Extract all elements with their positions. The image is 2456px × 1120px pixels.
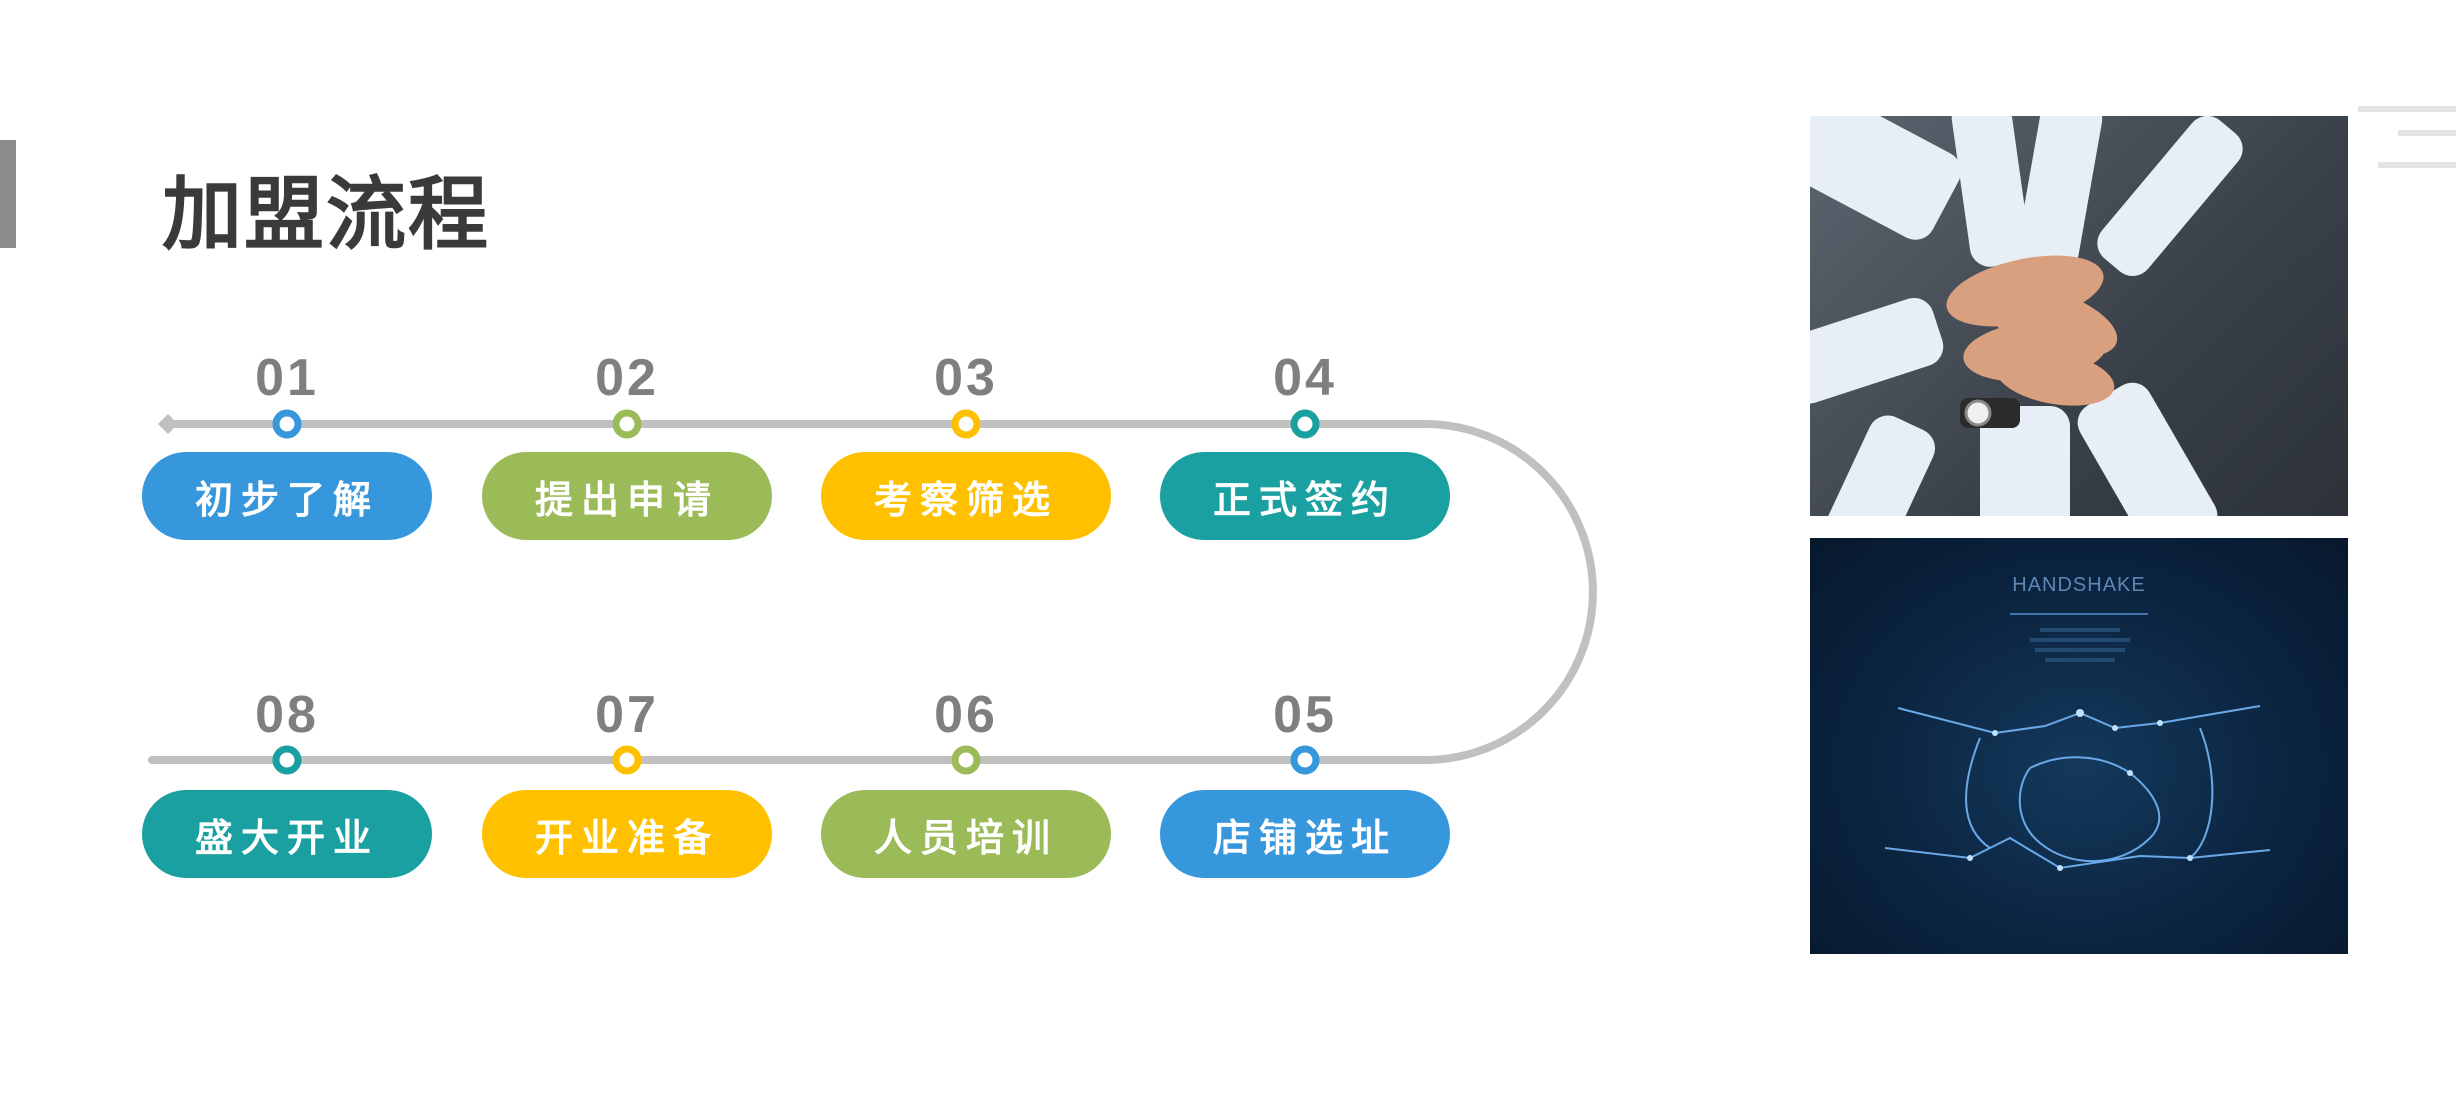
step-marker-04 (1290, 409, 1320, 439)
step-number-07: 07 (595, 686, 659, 744)
left-accent-bar (0, 140, 16, 248)
step-number-01: 01 (255, 349, 319, 407)
step-marker-07 (612, 745, 642, 775)
step-pill-03[interactable]: 考察筛选 (821, 452, 1111, 540)
team-hands-illustration (1810, 116, 2243, 516)
step-marker-01 (272, 409, 302, 439)
step-marker-03 (951, 409, 981, 439)
handshake-photo: HANDSHAKE (1810, 538, 2348, 954)
step-number-04: 04 (1273, 349, 1337, 407)
step-number-03: 03 (934, 349, 998, 407)
step-marker-06 (951, 745, 981, 775)
step-marker-02 (612, 409, 642, 439)
step-pill-04[interactable]: 正式签约 (1160, 452, 1450, 540)
step-number-06: 06 (934, 686, 998, 744)
corner-lines-decoration (2358, 106, 2456, 168)
step-pill-01[interactable]: 初步了解 (142, 452, 432, 540)
handshake-illustration (1884, 613, 2271, 871)
step-number-08: 08 (255, 686, 319, 744)
step-pill-08[interactable]: 盛大开业 (142, 790, 432, 878)
step-pill-06[interactable]: 人员培训 (821, 790, 1111, 878)
step-number-02: 02 (595, 349, 659, 407)
step-number-05: 05 (1273, 686, 1337, 744)
step-pill-05[interactable]: 店铺选址 (1160, 790, 1450, 878)
step-marker-05 (1290, 745, 1320, 775)
step-pill-02[interactable]: 提出申请 (482, 452, 772, 540)
track-path (148, 420, 1597, 764)
page-title: 加盟流程 (162, 168, 490, 261)
team-hands-photo (1810, 116, 2348, 516)
step-marker-08 (272, 745, 302, 775)
step-pill-07[interactable]: 开业准备 (482, 790, 772, 878)
handshake-caption: HANDSHAKE (2012, 574, 2146, 596)
